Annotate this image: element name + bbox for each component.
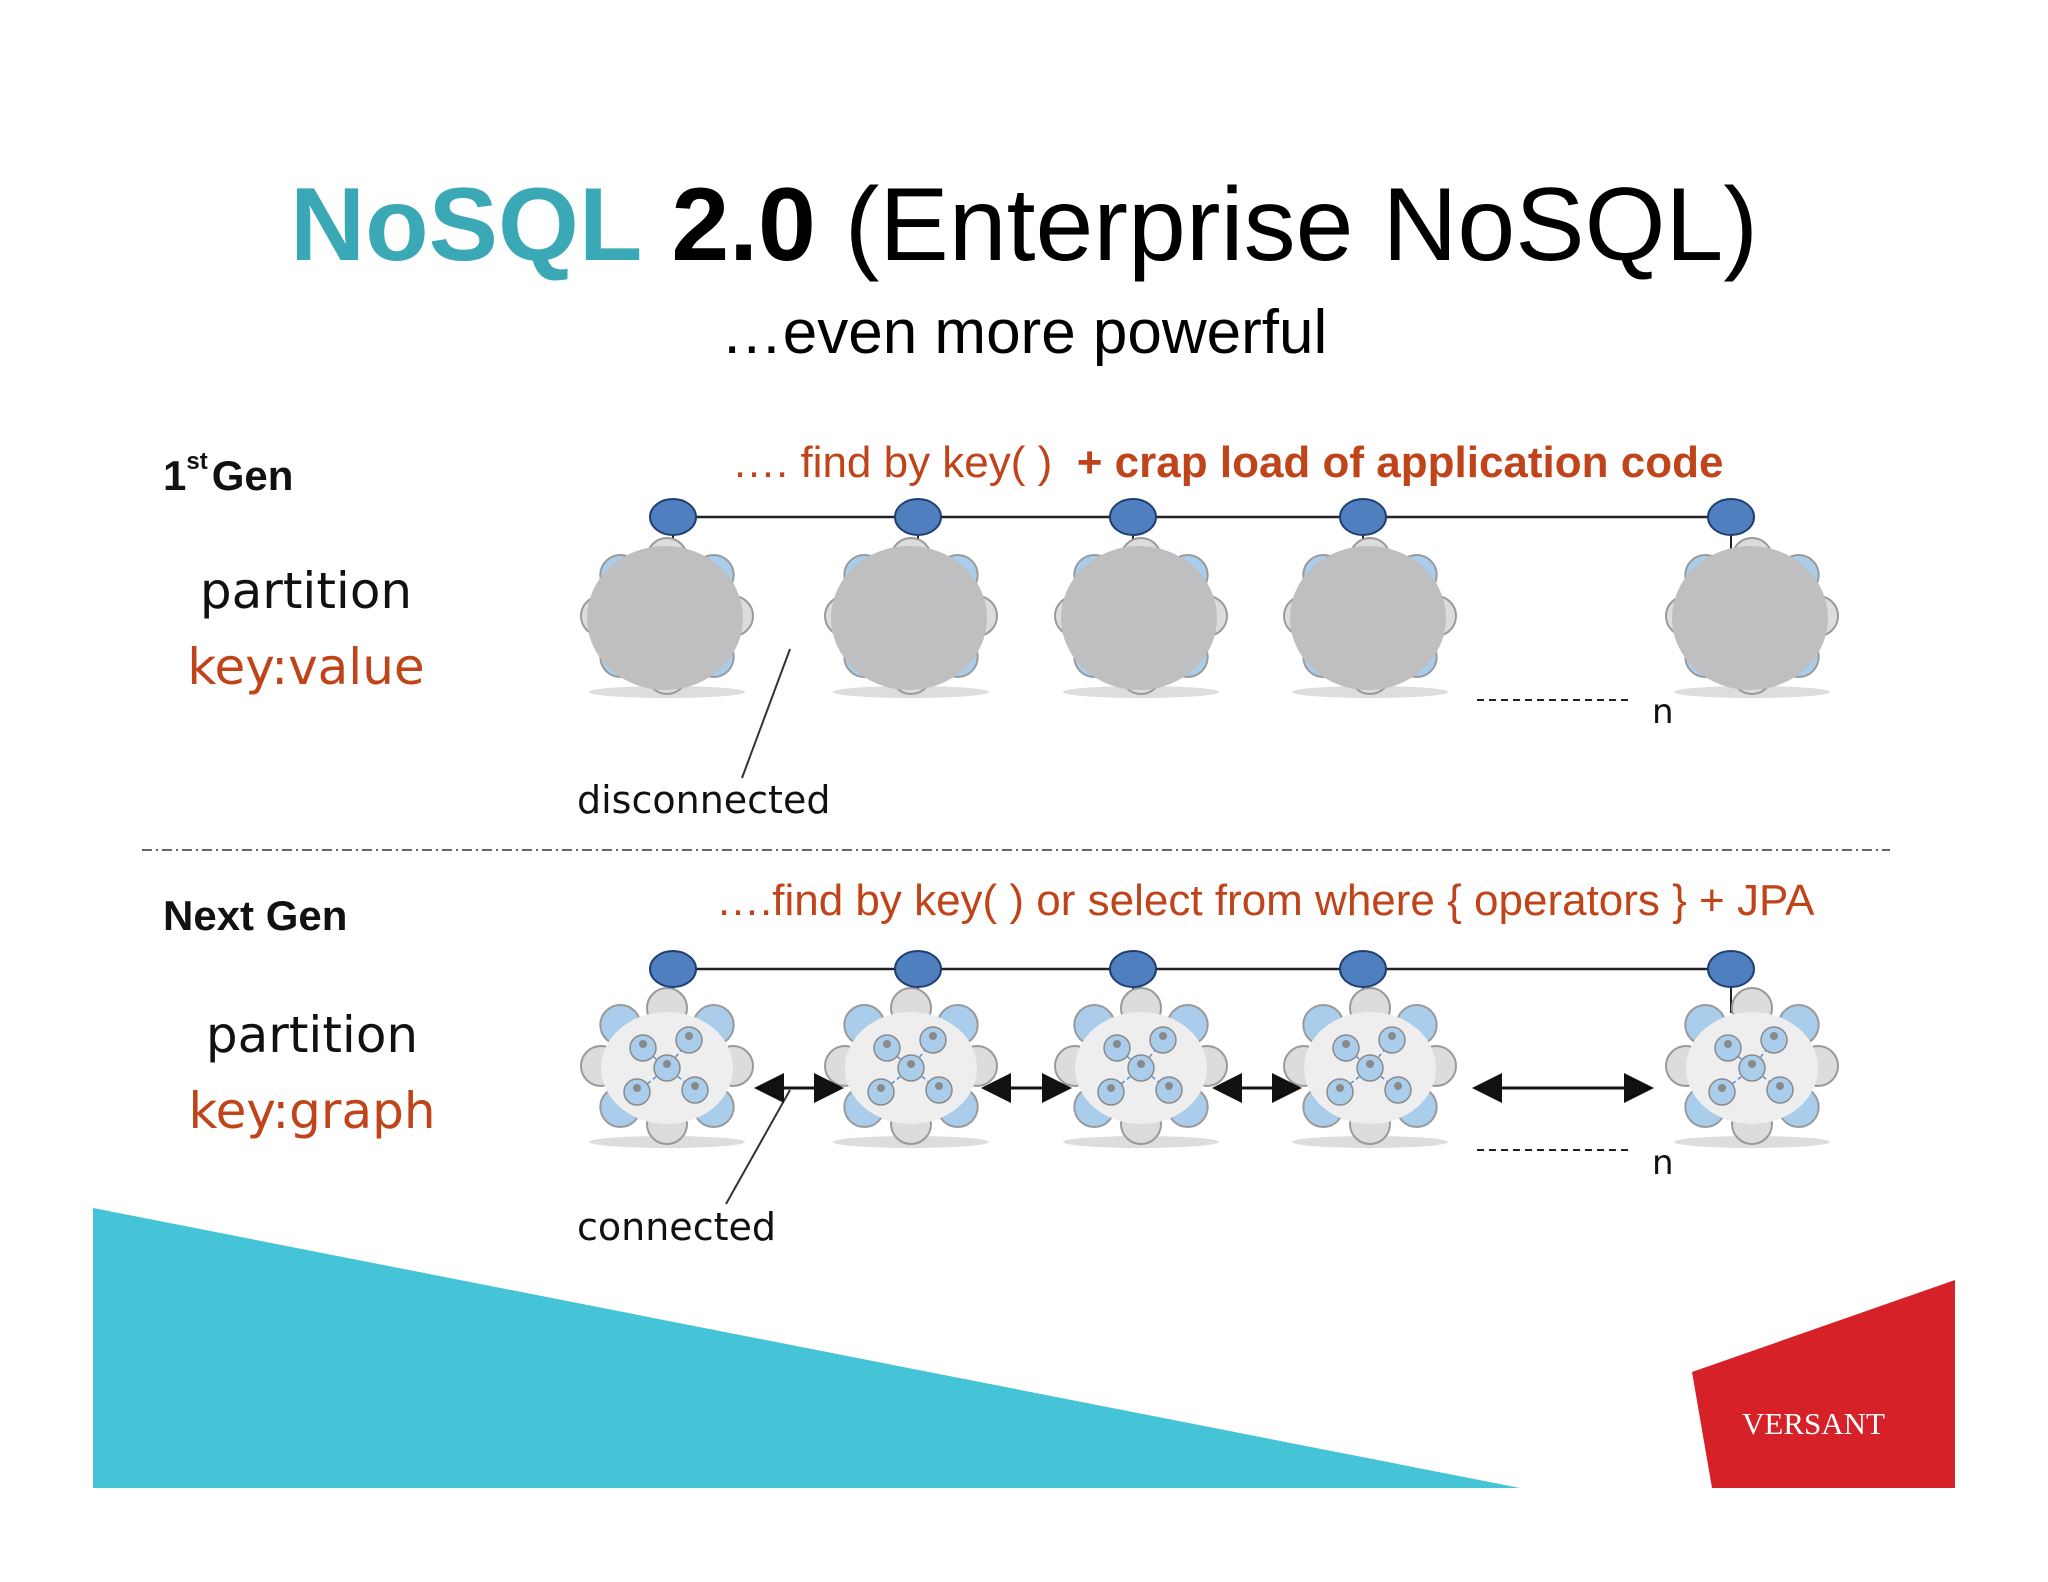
first-gen-node	[649, 498, 697, 536]
teal-accent-band	[93, 1208, 1520, 1488]
next-gen-node	[1339, 950, 1387, 988]
next-gen-partition-user-head	[1336, 1084, 1344, 1092]
versant-logo-text: VERSANT	[1742, 1406, 1885, 1441]
first-gen-node	[1109, 498, 1157, 536]
next-gen-partition-user-head	[1107, 1084, 1115, 1092]
next-gen-partition-link	[1116, 1047, 1142, 1069]
next-gen-partition-user-head	[1394, 1082, 1402, 1090]
versant-logo-block	[1692, 1280, 1955, 1488]
next-gen-partition-user-head	[633, 1084, 641, 1092]
next-gen-n-label: n	[1652, 1143, 1674, 1183]
next-gen-node	[1109, 950, 1157, 988]
next-gen-partition-user-head	[1388, 1032, 1396, 1040]
next-gen-label: Next Gen	[163, 892, 348, 939]
first-gen-callout: disconnected	[577, 778, 831, 822]
next-gen-partition-user-head	[1366, 1060, 1374, 1068]
first-gen-partition-blob	[831, 546, 987, 690]
first-gen-n-label: n	[1652, 692, 1674, 732]
next-gen-partition-link	[886, 1047, 912, 1069]
first-gen-query: …. find by key( ) + crap load of applica…	[732, 438, 1723, 488]
first-gen-kind: partition	[199, 562, 413, 620]
next-gen-kind: partition	[205, 1006, 419, 1064]
first-gen-node	[1339, 498, 1387, 536]
next-gen-partition-user-head	[1159, 1032, 1167, 1040]
next-gen-partition-user-head	[1718, 1084, 1726, 1092]
next-gen-query: ….find by key( ) or select from where { …	[716, 876, 1815, 925]
next-gen-partition-user-head	[929, 1032, 937, 1040]
next-gen-partition-user-head	[877, 1084, 885, 1092]
next-gen-partition-user-head	[639, 1040, 647, 1048]
next-gen-callout: connected	[577, 1205, 776, 1249]
title-rest: (Enterprise NoSQL)	[844, 167, 1758, 283]
next-gen-node	[1707, 950, 1755, 988]
next-gen-partition-user-head	[907, 1060, 915, 1068]
first-gen-partition-blob	[1672, 546, 1828, 690]
page-subtitle: …even more powerful	[720, 298, 1328, 367]
next-gen-partition-user-head	[685, 1032, 693, 1040]
next-gen-partition-link	[1345, 1047, 1371, 1069]
first-gen-label-rest: Gen	[211, 452, 294, 499]
first-gen-node	[894, 498, 942, 536]
title-version: 2.0	[671, 167, 816, 283]
first-gen-node	[1707, 498, 1755, 536]
next-gen-partition-link	[642, 1047, 668, 1069]
first-gen-label: 1stGen	[163, 448, 294, 500]
next-gen-partition-user-head	[1342, 1040, 1350, 1048]
next-gen-node	[894, 950, 942, 988]
next-gen-partition-user-head	[1776, 1082, 1784, 1090]
next-gen-partition-user-head	[691, 1082, 699, 1090]
first-gen-partition-blob	[1061, 546, 1217, 690]
first-gen-partition-blob	[1290, 546, 1446, 690]
next-gen-node	[649, 950, 697, 988]
next-gen-partition-user-head	[663, 1060, 671, 1068]
next-gen-value: key:graph	[188, 1082, 436, 1140]
page-title: NoSQL 2.0 (Enterprise NoSQL)	[0, 163, 2048, 288]
title-nosql: NoSQL	[289, 167, 643, 283]
first-gen-label-sup: st	[186, 448, 208, 475]
first-gen-query-plain: …. find by key( )	[732, 438, 1053, 487]
next-gen-callout-line	[725, 1089, 791, 1205]
next-gen-partition-user-head	[1137, 1060, 1145, 1068]
next-gen-partition-user-head	[935, 1082, 943, 1090]
first-gen-callout-line	[741, 648, 791, 779]
next-gen-partition-user-head	[1770, 1032, 1778, 1040]
first-gen-label-main: 1	[163, 452, 187, 499]
first-gen-query-bold: + crap load of application code	[1076, 438, 1724, 487]
next-gen-partition-user-head	[883, 1040, 891, 1048]
next-gen-partition-user-head	[1748, 1060, 1756, 1068]
next-gen-partition-link	[1727, 1047, 1753, 1069]
next-gen-partition-user-head	[1724, 1040, 1732, 1048]
first-gen-value: key:value	[187, 638, 425, 696]
first-gen-partition-blob	[587, 546, 743, 690]
next-gen-partition-user-head	[1165, 1082, 1173, 1090]
next-gen-partition-user-head	[1113, 1040, 1121, 1048]
